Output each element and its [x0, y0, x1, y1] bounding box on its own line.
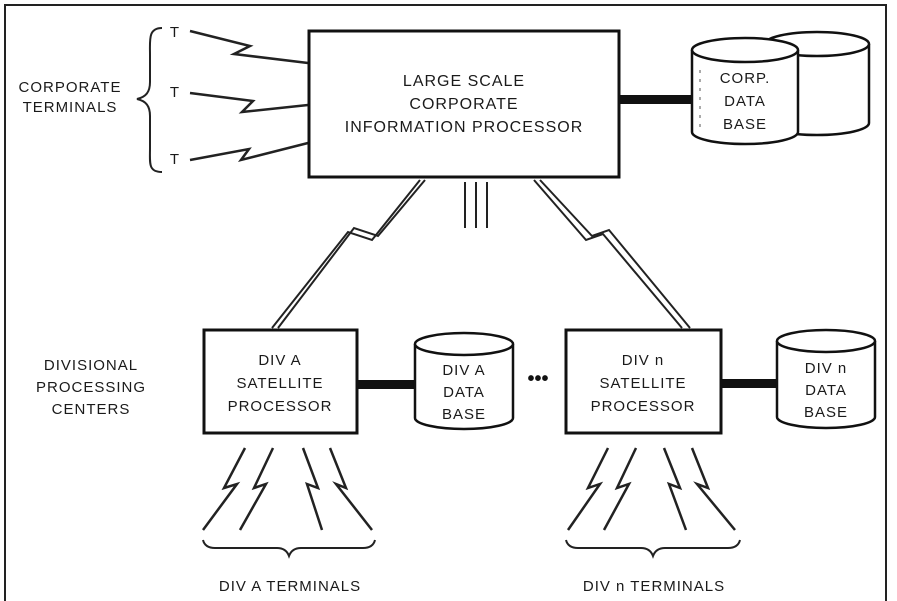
div-a-processor-line3: PROCESSOR	[228, 398, 333, 415]
link-corp-to-div-n-b	[539, 179, 691, 329]
link-corp-to-div-n-a	[533, 179, 683, 329]
div-a-terminal-links: DIV A TERMINALS	[201, 447, 376, 595]
div-n-terminals-label: DIV n TERMINALS	[583, 578, 725, 595]
div-a-db-line2: DATA	[443, 384, 485, 401]
div-n-db-line3: BASE	[804, 404, 848, 421]
link-corp-to-div-a-a	[277, 179, 426, 329]
corporate-database: CORP. DATA BASE	[690, 30, 871, 146]
corporate-terminals-label-line1: CORPORATE	[19, 79, 122, 96]
div-n-db-top	[775, 328, 877, 354]
terminal-link-2	[189, 91, 309, 114]
div-a-processor: DIV A SATELLITE PROCESSOR	[202, 328, 359, 435]
divisional-label-line2: PROCESSING	[36, 379, 146, 396]
corporate-terminals-group: CORPORATE TERMINALS T T T	[19, 24, 309, 173]
corp-db-line3: BASE	[723, 116, 767, 133]
corporate-bus-lines	[464, 182, 488, 228]
terminal-mark-2: T	[170, 84, 180, 101]
terminal-mark-3: T	[170, 151, 180, 168]
corporate-processor-line1: LARGE SCALE	[403, 73, 525, 90]
div-n-db-link	[721, 379, 777, 388]
div-a-database: DIV A DATA BASE	[413, 331, 515, 431]
corporate-terminals-label-line2: TERMINALS	[23, 99, 118, 116]
div-a-db-line1: DIV A	[442, 362, 485, 379]
corp-db-front-cylinder-body	[690, 50, 800, 146]
corp-db-front-cylinder-top	[690, 36, 800, 64]
div-n-processor-line1: DIV n	[622, 352, 665, 369]
div-a-processor-line2: SATELLITE	[236, 375, 323, 392]
corporate-processor: LARGE SCALE CORPORATE INFORMATION PROCES…	[307, 29, 621, 179]
div-n-terminal-link-4	[690, 447, 736, 531]
corporate-terminals-brace	[136, 27, 163, 173]
div-n-terminal-link-3	[662, 447, 688, 531]
div-n-terminal-link-1	[566, 447, 610, 531]
div-a-db-line3: BASE	[442, 406, 486, 423]
div-a-terminals-brace	[202, 539, 376, 559]
corporate-processor-line3: INFORMATION PROCESSOR	[345, 119, 584, 136]
div-a-db-body	[413, 344, 515, 431]
divisional-label: DIVISIONAL PROCESSING CENTERS	[36, 357, 146, 418]
div-a-terminals-label: DIV A TERMINALS	[219, 578, 361, 595]
divisional-label-line1: DIVISIONAL	[44, 357, 138, 374]
div-n-db-line1: DIV n	[805, 360, 848, 377]
terminal-link-1	[189, 29, 309, 65]
div-n-processor-line2: SATELLITE	[599, 375, 686, 392]
div-n-database: DIV n DATA BASE	[775, 328, 877, 430]
link-corp-to-div-a-b	[271, 179, 421, 329]
corp-db-line1: CORP.	[720, 70, 771, 87]
terminal-mark-1: T	[170, 24, 180, 41]
divisions-ellipsis: •••	[527, 368, 548, 390]
div-a-terminal-link-3	[301, 447, 324, 531]
div-a-db-top	[413, 331, 515, 357]
corporate-processor-line2: CORPORATE	[409, 96, 518, 113]
div-a-db-link	[357, 380, 415, 389]
div-n-processor: DIV n SATELLITE PROCESSOR	[564, 328, 723, 435]
terminal-link-3	[189, 141, 309, 163]
corp-db-line2: DATA	[724, 93, 766, 110]
div-n-terminal-links: DIV n TERMINALS	[565, 447, 741, 595]
div-n-processor-line3: PROCESSOR	[591, 398, 696, 415]
div-a-processor-line1: DIV A	[258, 352, 301, 369]
div-a-terminal-link-2	[238, 447, 275, 531]
div-n-db-body	[775, 341, 877, 430]
div-n-db-line2: DATA	[805, 382, 847, 399]
div-a-terminal-link-1	[201, 447, 247, 531]
diagram-frame	[4, 4, 887, 601]
div-n-terminal-link-2	[602, 447, 638, 531]
divisional-label-line3: CENTERS	[52, 401, 131, 418]
div-n-terminals-brace	[565, 539, 741, 559]
corp-db-link	[619, 95, 691, 104]
div-n-processor-box	[564, 328, 723, 435]
div-a-terminal-link-4	[328, 447, 373, 531]
